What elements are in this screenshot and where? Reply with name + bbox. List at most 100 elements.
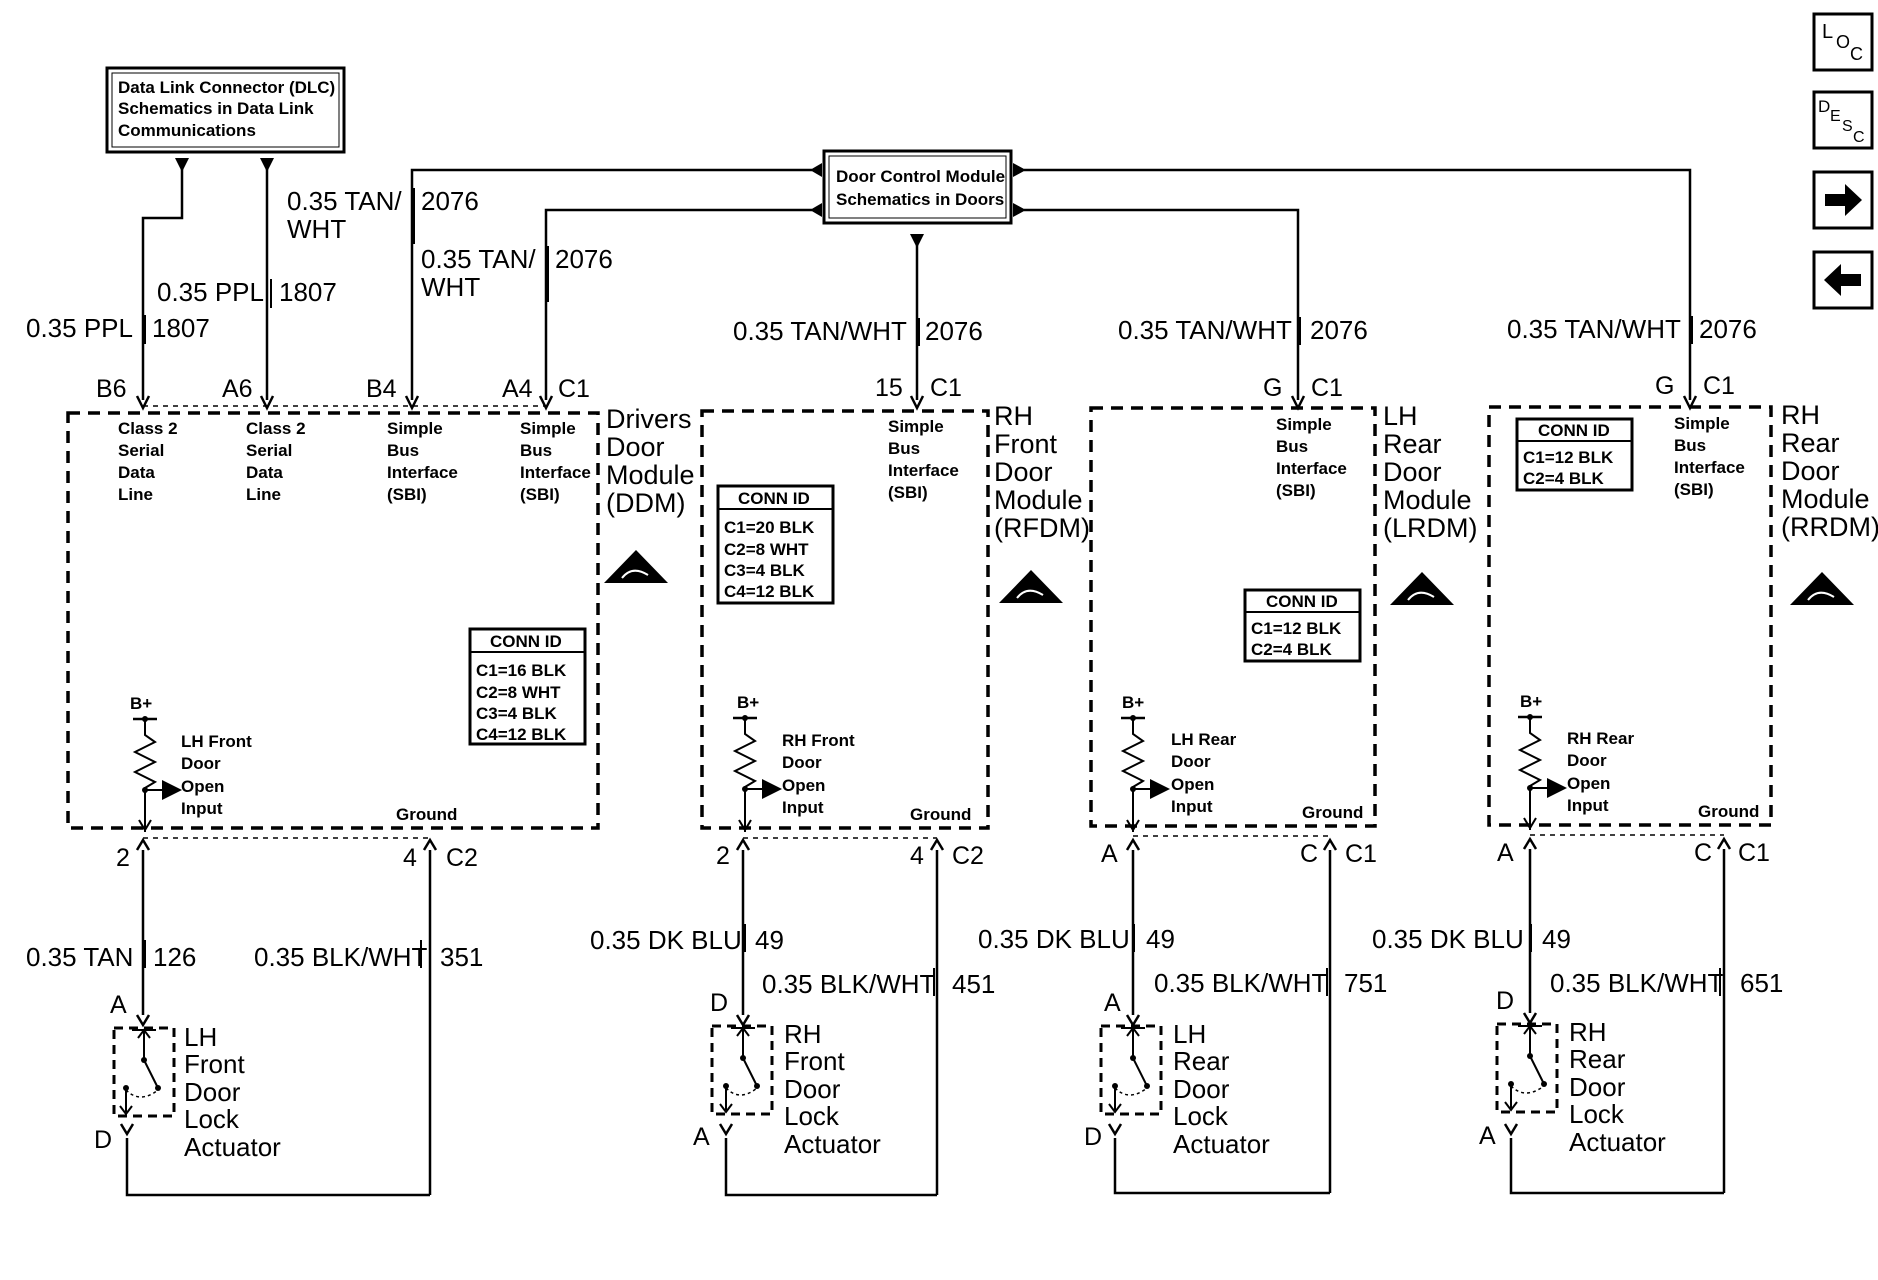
lrdm-conn-id-box: CONN ID C1=12 BLK C2=4 BLK [1243,588,1362,663]
svg-text:Lock: Lock [184,1104,240,1134]
ddm-label-a6: Class 2 Serial Data Line [246,419,306,504]
rrdm-conn-id-box: CONN ID C1=12 BLK C2=4 BLK [1515,417,1634,492]
wire-tanwht-b4-label-2: WHT [287,214,346,244]
svg-text:RH: RH [994,401,1033,431]
rfdm-sbi-label: Simple Bus Interface (SBI) [888,417,959,502]
rrdm-conn-c1: C1 [1703,372,1735,400]
svg-text:0.35 BLK/WHT: 0.35 BLK/WHT [1550,968,1724,998]
svg-text:Lock: Lock [1569,1099,1625,1129]
svg-text:Input: Input [1171,797,1213,816]
svg-text:LH: LH [1383,401,1418,431]
svg-text:Data: Data [118,463,155,482]
svg-text:CONN ID: CONN ID [738,489,810,508]
svg-text:Simple: Simple [1674,414,1730,433]
svg-text:B+: B+ [1122,693,1144,712]
ddm-pin-a6: A6 [222,375,253,403]
svg-text:Bus: Bus [387,441,419,460]
wire-tanwht-b4-label: 0.35 TAN/ [287,186,402,216]
svg-text:Door: Door [1171,752,1211,771]
dcm-reference-box[interactable]: Door Control Module Schematics in Doors [822,149,1013,225]
svg-text:Actuator: Actuator [1173,1129,1270,1159]
svg-text:C1: C1 [1345,840,1377,868]
svg-text:49: 49 [755,925,784,955]
svg-text:C2=8 WHT: C2=8 WHT [476,683,561,702]
svg-text:Front: Front [184,1049,245,1079]
wire-lrdm-label: 0.35 TAN/WHT [1118,315,1292,345]
rfdm-pin-15: 15 [875,374,903,402]
wire-lrdm-circuit: 2076 [1310,315,1368,345]
rrdm-name: RH Rear Door Module (RRDM) [1781,400,1878,542]
svg-text:0.35 DK BLU: 0.35 DK BLU [1372,924,1524,954]
svg-text:451: 451 [952,969,995,999]
svg-text:Door: Door [1567,751,1607,770]
ddm-pin-4: 4 [403,844,417,872]
ddm-wire-left-label: 0.35 TAN [26,942,133,972]
svg-text:Front: Front [784,1046,845,1076]
svg-text:Rear: Rear [1569,1044,1626,1074]
rfdm-door-open-input: B+ RH Front Door Open Input [732,693,855,832]
svg-text:Bus: Bus [888,439,920,458]
lrdm-door-open-input: B+ LH Rear Door Open Input [1120,693,1237,832]
svg-text:C4=12 BLK: C4=12 BLK [724,582,815,601]
svg-text:Simple: Simple [1276,415,1332,434]
svg-text:Open: Open [1567,774,1610,793]
svg-text:Door: Door [181,754,221,773]
svg-text:Door: Door [184,1077,241,1107]
svg-text:C2=8 WHT: C2=8 WHT [724,540,809,559]
svg-text:B+: B+ [737,693,759,712]
wire-ppl-outer-label: 0.35 PPL [26,313,133,343]
svg-text:Class 2: Class 2 [118,419,178,438]
desc-letter-s: S [1842,118,1853,135]
svg-text:Open: Open [181,777,224,796]
prev-arrow-button[interactable] [1812,250,1874,310]
svg-text:C2: C2 [952,842,984,870]
svg-text:C: C [1694,839,1712,867]
svg-text:B+: B+ [1520,692,1542,711]
svg-text:0.35 BLK/WHT: 0.35 BLK/WHT [1154,968,1328,998]
svg-text:A: A [1497,839,1514,867]
svg-text:Module: Module [1383,485,1472,515]
svg-text:RH: RH [784,1019,822,1049]
lrdm-pin-g: G [1263,374,1282,402]
lrdm-conn-c1: C1 [1311,374,1343,402]
svg-text:Door: Door [994,457,1053,487]
svg-text:(DDM): (DDM) [606,488,685,518]
loc-button[interactable]: L O C [1812,12,1874,72]
svg-text:CONN ID: CONN ID [1538,421,1610,440]
desc-letter-d: D [1818,97,1830,116]
svg-text:49: 49 [1542,924,1571,954]
svg-text:D: D [94,1126,112,1154]
svg-text:2: 2 [716,842,730,870]
desc-button[interactable]: D E S C [1812,90,1874,150]
dlc-line-1: Data Link Connector (DLC) [118,78,335,97]
svg-text:0.35 BLK/WHT: 0.35 BLK/WHT [762,969,936,999]
svg-text:C2=4 BLK: C2=4 BLK [1523,469,1604,488]
lrdm-name: LH Rear Door Module (LRDM) [1383,401,1478,543]
next-arrow-button[interactable] [1812,170,1874,230]
svg-text:Interface: Interface [888,461,959,480]
ddm-pin-b4: B4 [366,375,397,403]
dlc-line-2: Schematics in Data Link [118,99,314,118]
svg-text:A: A [110,991,127,1019]
svg-text:Front: Front [994,429,1058,459]
svg-text:C2=4 BLK: C2=4 BLK [1251,640,1332,659]
svg-text:C3=4 BLK: C3=4 BLK [724,561,805,580]
svg-text:Door: Door [1383,457,1442,487]
svg-text:Interface: Interface [387,463,458,482]
rfdm-name: RH Front Door Module (RFDM) [994,401,1090,543]
svg-text:Module: Module [994,485,1083,515]
svg-text:Line: Line [246,485,281,504]
rfdm-conn-id-box: CONN ID C1=20 BLK C2=8 WHT C3=4 BLK C4=1… [716,484,835,605]
svg-text:Bus: Bus [1276,437,1308,456]
svg-text:(RRDM): (RRDM) [1781,512,1878,542]
svg-text:Rear: Rear [1383,429,1442,459]
svg-text:(SBI): (SBI) [520,485,560,504]
ddm-label-b6: Class 2 Serial Data Line [118,419,178,504]
svg-text:A: A [1104,989,1121,1017]
svg-text:651: 651 [1740,968,1783,998]
svg-text:Class 2: Class 2 [246,419,306,438]
rrdm-ground-label: Ground [1698,802,1759,821]
svg-text:Door: Door [784,1074,841,1104]
dlc-reference-box[interactable]: Data Link Connector (DLC) Schematics in … [105,66,346,154]
